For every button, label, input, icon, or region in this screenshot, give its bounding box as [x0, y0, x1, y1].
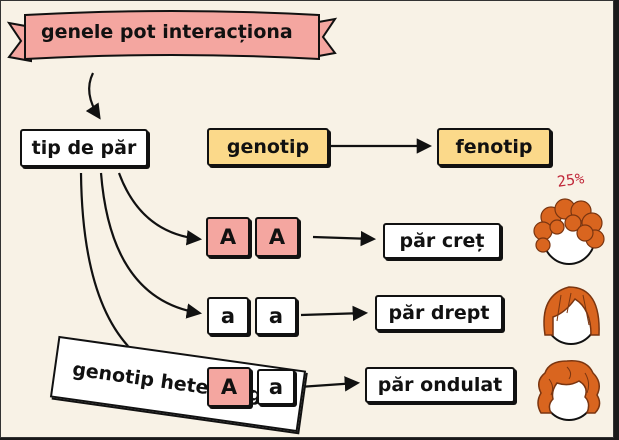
wavy-hair-face-icon — [537, 360, 601, 421]
phenotype-wavy: păr ondulat — [365, 367, 515, 403]
arrow-trait-to-row2 — [99, 172, 203, 319]
allele-dominant: A — [207, 367, 251, 407]
phenotype-curly: păr creț — [383, 223, 501, 259]
arrow-row3 — [298, 376, 361, 392]
page-title: genele pot interacționa — [41, 21, 293, 43]
curly-hair-face-icon — [533, 198, 605, 265]
genotype-header: genotip — [207, 128, 329, 166]
arrow-row1 — [312, 230, 377, 247]
straight-hair-face-icon — [543, 286, 600, 345]
phenotype-header: fenotip — [437, 128, 551, 166]
heterozygote-label: genotip heterozigot — [71, 358, 285, 410]
percent-note: 25% — [555, 169, 586, 191]
allele-recessive: a — [257, 369, 295, 405]
allele-dominant: A — [255, 217, 299, 257]
trait-label: tip de păr — [20, 129, 148, 167]
banner-ribbon — [6, 10, 338, 63]
allele-dominant: A — [206, 217, 250, 257]
arrow-trait-to-row1 — [117, 172, 203, 246]
arrow-title-to-trait — [85, 72, 101, 120]
allele-recessive: a — [255, 297, 297, 335]
phenotype-straight: păr drept — [375, 295, 503, 331]
arrow-row2 — [300, 305, 369, 322]
allele-recessive: a — [207, 297, 249, 335]
